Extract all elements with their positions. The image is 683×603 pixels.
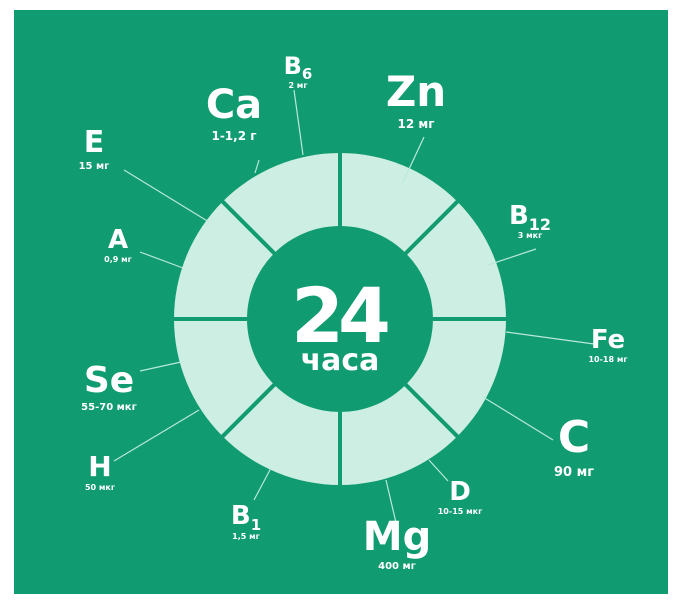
nutrient-dose: 0,9 мг <box>104 255 132 264</box>
nutrient-c: C 90 мг <box>554 412 594 480</box>
nutrient-symbol-main: H <box>88 450 111 483</box>
nutrient-dose: 2 мг <box>288 81 307 90</box>
leader-line-b6 <box>293 89 304 156</box>
nutrient-h: H50 мкг <box>85 450 115 492</box>
nutrient-dose: 1,5 мг <box>232 532 260 541</box>
nutrient-dose: 50 мкг <box>85 483 115 492</box>
nutrient-dose: 1-1,2 г <box>211 129 256 143</box>
nutrient-d: D10-15 мкг <box>438 477 483 516</box>
nutrient-symbol-main: B <box>284 52 302 80</box>
leader-line-se <box>139 361 182 372</box>
center-unit: часа <box>301 343 380 378</box>
ring-dividers <box>172 151 508 487</box>
leader-line-b1 <box>253 467 272 501</box>
nutrient-symbol: C <box>558 412 590 463</box>
nutrient-symbol-subscript: 12 <box>529 215 551 234</box>
nutrient-symbol: Ca <box>206 82 262 128</box>
nutrient-symbol: Mg <box>363 514 431 560</box>
leader-line-a <box>139 251 184 269</box>
nutrient-symbol-main: B <box>509 201 529 231</box>
nutrient-symbol: Fe <box>591 325 625 355</box>
nutrient-symbol: A <box>108 225 128 255</box>
leader-line-c <box>482 396 554 441</box>
nutrient-symbol-main: E <box>84 125 105 160</box>
leader-line-mg <box>385 479 398 528</box>
leader-line-b12 <box>487 248 537 266</box>
nutrient-symbol-main: Ca <box>206 82 262 128</box>
nutrient-b1: B11,5 мг <box>231 501 261 541</box>
nutrient-symbol-main: C <box>558 412 590 463</box>
leader-line-ca <box>254 159 260 174</box>
nutrient-e: E15 мг <box>79 125 110 172</box>
ring <box>172 151 508 487</box>
nutrient-symbol-subscript: 1 <box>251 516 261 534</box>
nutrient-symbol-main: Se <box>84 360 134 401</box>
ring-divider <box>219 198 278 257</box>
nutrient-dose: 10-15 мкг <box>438 507 483 516</box>
nutrient-dose: 15 мг <box>79 161 110 172</box>
nutrient-symbol: Zn <box>386 67 446 116</box>
center-label: 24 часа <box>291 271 394 378</box>
center-number: 24 <box>291 271 388 360</box>
nutrient-symbol: B12 <box>509 201 551 234</box>
nutrient-symbol: E <box>84 125 105 160</box>
nutrient-dose: 3 мкг <box>518 231 543 240</box>
leader-line-zn <box>402 136 425 183</box>
nutrient-dose: 10-18 мг <box>588 355 627 364</box>
nutrient-symbol: Se <box>84 360 134 401</box>
nutrient-b6: B62 мг <box>284 52 313 90</box>
nutrient-symbol-main: Zn <box>386 67 446 116</box>
nutrient-symbol: B1 <box>231 501 261 534</box>
nutrient-dose: 12 мг <box>398 117 435 131</box>
nutrient-symbol-main: A <box>108 225 128 255</box>
nutrient-symbol: H <box>88 450 111 483</box>
nutrient-dose: 400 мг <box>378 561 416 572</box>
ring-hole <box>247 226 433 412</box>
nutrient-symbol-main: B <box>231 501 251 531</box>
nutrient-dose: 90 мг <box>554 465 594 480</box>
nutrient-symbol-main: Fe <box>591 325 625 355</box>
ring-divider <box>402 381 461 440</box>
leader-line-h <box>113 409 200 462</box>
nutrient-symbol: D <box>449 477 471 507</box>
ring-divider <box>402 198 461 257</box>
leader-line-d <box>428 459 449 482</box>
ring-divider <box>219 381 278 440</box>
leader-line-e <box>123 169 210 223</box>
leader-lines <box>113 89 595 528</box>
nutrient-symbol-main: D <box>449 477 471 507</box>
leader-line-fe <box>505 331 595 345</box>
nutrient-symbol: B6 <box>284 52 313 83</box>
nutrient-dose: 55-70 мкг <box>81 402 137 413</box>
nutrient-ca: Ca1-1,2 г <box>206 82 262 143</box>
nutrient-symbol-subscript: 6 <box>302 65 312 83</box>
nutrient-a: A0,9 мг <box>104 225 132 264</box>
nutrient-symbol-main: Mg <box>363 514 431 560</box>
